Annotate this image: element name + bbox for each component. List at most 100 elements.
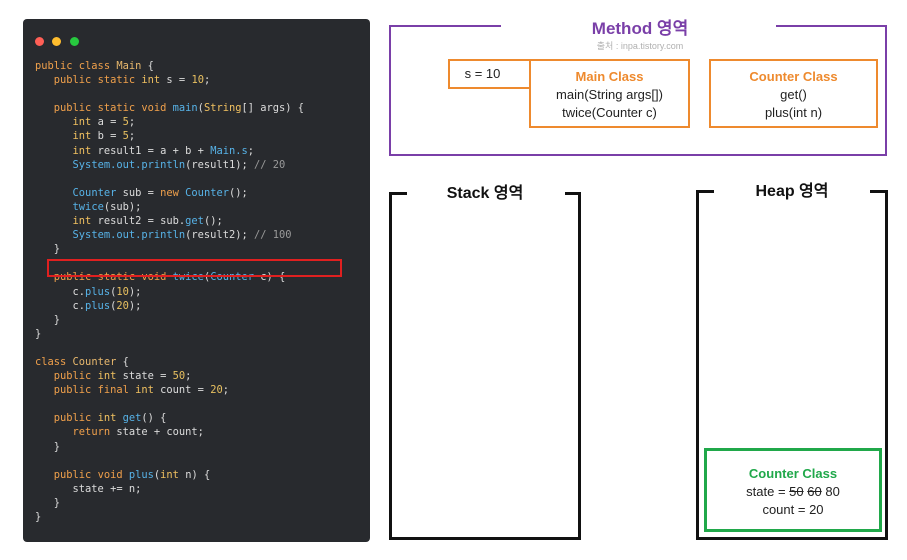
code-token: Counter [185,186,229,199]
code-line: public int get() { [35,411,362,425]
code-token: twice [72,200,104,213]
code-token: result2 = sub. [97,215,186,228]
code-token: public final [53,384,136,397]
main-method-label: main(String args[]) [556,87,663,102]
code-token: main [172,102,198,115]
static-variable-box: s = 10 [448,59,531,89]
code-token [35,426,73,438]
code-line: } [35,510,362,524]
stack-area-border-right [565,192,581,195]
code-token: (sub); [103,200,142,213]
code-token: int [72,215,98,228]
code-token: Main [116,60,142,72]
code-token [35,145,73,157]
code-token: state = [122,370,173,383]
code-token: c. [35,285,86,298]
code-line [35,172,362,186]
code-token: // 20 [253,158,286,171]
get-method-label: get() [780,87,807,102]
code-line: c.plus(10); [35,285,362,299]
code-token [35,102,54,114]
code-token: ( [197,102,204,115]
counter-class-box: Counter Class get() plus(int n) [709,59,878,128]
code-token: { [116,355,129,368]
maximize-dot-icon [69,37,79,46]
code-token [35,74,54,86]
code-token: (result1); [185,158,254,171]
code-line: int result2 = sub.get(); [35,214,362,228]
code-token: state += n; [35,482,142,495]
code-token: ; [247,144,254,157]
code-token: (result2); [185,229,254,242]
code-line: public class Main { [35,59,362,73]
method-area-region [389,25,887,156]
code-token: b = [97,130,123,143]
code-token [35,370,54,382]
code-line: return state + count; [35,425,362,439]
code-token: int [135,384,161,397]
code-token: public [53,412,98,425]
code-token: plus [128,468,154,481]
code-line: Counter sub = new Counter(); [35,186,362,200]
code-token: } [35,496,61,509]
state-old-value-50: 50 [789,484,804,499]
code-line: public static int s = 10; [35,73,362,87]
code-token: [] args) { [241,102,305,115]
state-old-value-60: 60 [807,484,822,499]
heap-area-border-left [696,190,714,193]
code-token: int [141,74,167,87]
plus-method-label: plus(int n) [764,105,823,120]
code-token: 20 [210,384,223,397]
code-token: state + count; [116,426,204,439]
code-token: 10 [116,285,129,298]
code-token: (); [228,186,248,199]
code-token: int [72,116,98,129]
code-token: Main.s [210,144,248,157]
code-token: System.out.println [72,158,186,171]
method-area-border-left [389,25,501,27]
code-line [35,87,362,101]
code-token: plus [85,285,111,298]
code-token: 10 [191,74,204,87]
code-token: public static void [53,271,173,284]
code-line: int b = 5; [35,129,362,143]
code-line: } [35,327,362,341]
code-token: 5 [122,130,129,143]
code-token: } [35,243,61,256]
stack-area-border-left [389,192,407,195]
code-token [35,116,73,128]
code-token: ; [222,384,229,397]
code-token: () { [141,412,167,425]
code-line: int result1 = a + b + Main.s; [35,144,362,158]
code-token: Counter [210,271,261,284]
method-area-border-right [776,25,887,27]
code-token [35,159,73,171]
method-area-title: Method 영역 [591,19,689,38]
close-dot-icon [35,37,44,46]
code-token [35,412,54,424]
code-token: int [72,144,98,157]
heap-area-border-right [870,190,888,193]
stack-area-region [389,192,581,540]
window-controls [35,33,83,51]
code-token: Counter [72,355,117,368]
code-token: } [35,313,61,326]
code-token: ); [128,285,142,298]
code-line: } [35,313,362,327]
code-editor-panel: public class Main { public static int s … [23,19,370,542]
code-token: ( [153,468,161,481]
code-token: // 100 [253,229,292,242]
code-token: ( [110,285,117,298]
code-token: ); [128,299,142,312]
code-token: int [72,130,98,143]
code-token: int [160,468,186,481]
source-credit: 출처 : inpa.tistory.com [596,41,684,51]
code-token: } [35,440,61,453]
heap-area-title: Heap 영역 [755,183,829,200]
code-token: twice [172,271,204,284]
code-line: c.plus(20); [35,299,362,313]
code-token [35,215,73,227]
main-class-title: Main Class [575,69,644,84]
code-token: ; [128,116,136,129]
code-token [35,187,73,199]
